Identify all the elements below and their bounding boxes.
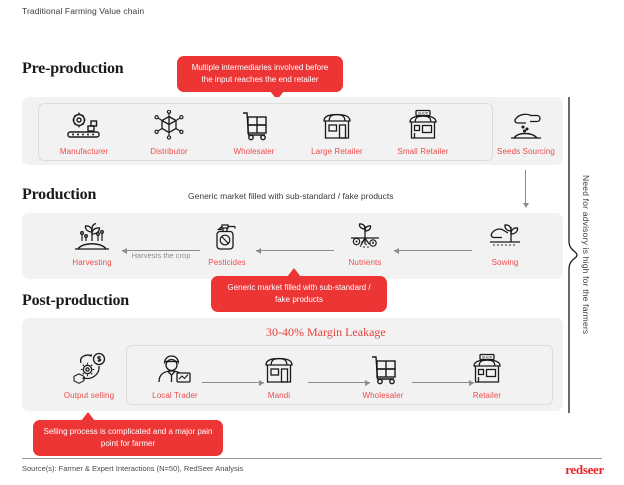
node-label: Sowing [491, 258, 519, 267]
money-cycle-box-icon [50, 352, 128, 388]
section-heading-pre-production: Pre-production [22, 60, 124, 77]
arrow-wholesaler-to-retailer [412, 378, 474, 387]
callout-pre-production: Multiple intermediaries involved before … [177, 56, 343, 100]
arrow-label-harvests-the-crop: Harvests the crop [131, 251, 191, 260]
hand-truck-boxes-icon [215, 108, 293, 144]
node-nutrients[interactable]: Nutrients [326, 219, 404, 267]
node-large-retailer[interactable]: Large Retailer [298, 108, 376, 156]
shop-sign-icon: SHOP [448, 352, 526, 388]
inner-box-post-production [126, 345, 553, 405]
node-distributor[interactable]: Distributor [130, 108, 208, 156]
inner-box-pre-production [38, 103, 493, 161]
side-note: Need for advisory is high for the farmer… [578, 96, 594, 414]
node-wholesaler-post[interactable]: Wholesaler [344, 352, 422, 400]
callout-tip-icon [287, 268, 301, 277]
storefront-icon [298, 108, 376, 144]
callout-post-production-text: Selling process is complicated and a maj… [43, 427, 213, 448]
arrow-mandi-to-wholesaler [308, 378, 370, 387]
trader-person-icon [136, 352, 214, 388]
node-label: Distributor [150, 147, 188, 156]
node-harvesting[interactable]: Harvesting [53, 219, 131, 267]
redseer-logo: redseer [565, 462, 604, 477]
node-label: Output selling [63, 391, 115, 400]
node-mandi[interactable]: Mandi [240, 352, 318, 400]
right-brace [566, 96, 584, 414]
callout-tip-icon [81, 412, 95, 421]
node-pesticides[interactable]: Pesticides [188, 219, 266, 267]
band-pre-production [22, 97, 563, 165]
node-label: Manufacturer [59, 147, 109, 156]
callout-production-text: Generic market filled with sub-standard … [227, 283, 371, 304]
sprayer-bottle-icon [188, 219, 266, 255]
node-retailer[interactable]: SHOP Retailer [448, 352, 526, 400]
svg-text:SHOP: SHOP [482, 356, 493, 360]
callout-post-production: Selling process is complicated and a maj… [33, 412, 223, 456]
node-label: Local Trader [152, 391, 198, 400]
sprout-harvest-icon [53, 219, 131, 255]
node-wholesaler-pre[interactable]: Wholesaler [215, 108, 293, 156]
hand-sowing-seeds-icon [487, 108, 565, 144]
factory-gear-icon [45, 108, 123, 144]
node-label: Nutrients [348, 258, 382, 267]
callout-tip-icon [270, 91, 284, 100]
node-label: Harvesting [72, 258, 112, 267]
node-label: Large Retailer [311, 147, 363, 156]
soil-nutrients-icon [326, 219, 404, 255]
node-label: Wholesaler [233, 147, 275, 156]
source-note: Source(s): Farmer & Expert Interactions … [22, 464, 244, 473]
callout-production: Generic market filled with sub-standard … [211, 268, 387, 312]
distribution-hub-icon [130, 108, 208, 144]
node-small-retailer[interactable]: SHOP Small Retailer [384, 108, 462, 156]
market-stall-icon [240, 352, 318, 388]
node-sowing[interactable]: Sowing [466, 219, 544, 267]
production-note: Generic market filled with sub-standard … [188, 191, 394, 201]
arrow-pesticides-to-harvesting [122, 246, 200, 255]
hand-sowing-plant-icon [466, 219, 544, 255]
node-label: Mandi [267, 391, 291, 400]
arrow-nutrients-to-pesticides [256, 246, 334, 255]
svg-text:SHOP: SHOP [418, 112, 429, 116]
node-label: Pesticides [208, 258, 246, 267]
hand-truck-boxes-icon [344, 352, 422, 388]
page-title: Traditional Farming Value chain [22, 6, 145, 16]
node-output-selling[interactable]: Output selling [50, 352, 128, 400]
node-label: Wholesaler [362, 391, 404, 400]
footer-divider [22, 458, 602, 459]
callout-pre-production-text: Multiple intermediaries involved before … [191, 63, 329, 84]
connector-pre-to-production-arrow [521, 170, 530, 208]
node-manufacturer[interactable]: Manufacturer [45, 108, 123, 156]
margin-leakage-banner: 30-40% Margin Leakage [266, 325, 386, 339]
side-note-text: Need for advisory is high for the farmer… [581, 175, 591, 335]
arrow-local-trader-to-mandi [202, 378, 264, 387]
section-heading-production: Production [22, 186, 97, 203]
node-local-trader[interactable]: Local Trader [136, 352, 214, 400]
arrow-sowing-to-nutrients [394, 246, 472, 255]
node-label: Retailer [472, 391, 502, 400]
shop-sign-icon: SHOP [384, 108, 462, 144]
section-heading-post-production: Post-production [22, 292, 129, 309]
node-seeds-sourcing[interactable]: Seeds Sourcing [487, 108, 565, 156]
node-label: Small Retailer [397, 147, 449, 156]
node-label: Seeds Sourcing [497, 147, 555, 156]
